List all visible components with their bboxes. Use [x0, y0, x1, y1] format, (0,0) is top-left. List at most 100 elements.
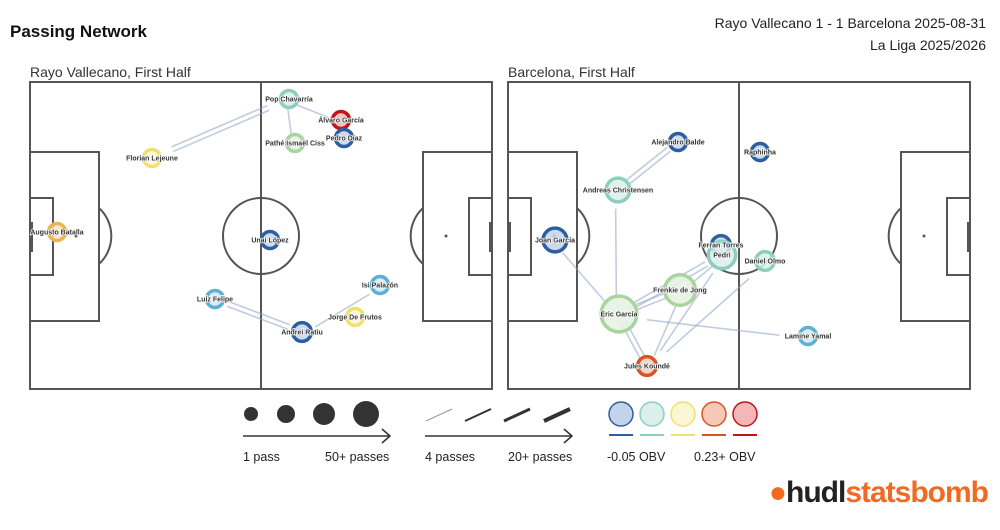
legend-arrowhead: [381, 428, 392, 444]
goal-right: [489, 222, 493, 252]
legend-line-sample: [425, 408, 453, 422]
penalty-spot-right: [444, 234, 448, 238]
penalty-spot-left: [74, 234, 78, 238]
player-label: Eric García: [601, 312, 638, 319]
penalty-arc-left: [576, 207, 591, 265]
player-circle: [599, 294, 639, 334]
pitch-title-away: Barcelona, First Half: [508, 64, 635, 80]
player-circle: [278, 88, 300, 110]
six-yard-box-right: [468, 197, 493, 276]
pass-line: [659, 272, 714, 352]
match-score: Rayo Vallecano 1 - 1 Barcelona 2025-08-3…: [714, 15, 986, 31]
player-label: Pedro Díaz: [326, 136, 363, 143]
pitch-title-home: Rayo Vallecano, First Half: [30, 64, 191, 80]
pass-line: [286, 105, 293, 137]
player-circle: [141, 147, 163, 169]
six-yard-box-right: [946, 197, 971, 276]
penalty-arc-right: [887, 207, 902, 265]
legend: [243, 401, 758, 444]
player-label: Jules Koundé: [624, 364, 670, 371]
goal-right: [967, 222, 971, 252]
player-label: Unai López: [251, 238, 289, 245]
pass-line: [173, 109, 270, 153]
legend-line-sample: [543, 407, 571, 423]
player-label: Jorge De Frutos: [328, 315, 382, 322]
player-label: Álvaro García: [318, 116, 364, 125]
legend-obv-circle: [670, 401, 696, 427]
pitch-markings: [507, 81, 971, 390]
legend-size-dot: [353, 401, 379, 427]
player-label: Pedri: [713, 253, 731, 260]
penalty-arc-right: [409, 207, 424, 265]
legend-obv-circle: [701, 401, 727, 427]
goal-left: [507, 222, 511, 252]
player-circle: [344, 306, 366, 328]
player-label: Ferran Torres: [699, 243, 744, 250]
player-circle: [662, 272, 698, 308]
pass-lines: [171, 103, 780, 360]
pass-line: [624, 146, 668, 182]
player-label: Raphinha: [744, 150, 776, 157]
legend-arrowhead: [563, 428, 574, 444]
pass-line: [665, 278, 750, 353]
player-label: Pop Chavarría: [265, 97, 313, 104]
legend-obv-circle: [608, 401, 634, 427]
pass-line: [295, 103, 333, 120]
goal-left: [29, 222, 33, 252]
player-label: Daniel Olmo: [745, 259, 786, 266]
legend-size-dot: [313, 403, 335, 425]
legend-line-min: 4 passes: [425, 450, 476, 464]
pass-line: [628, 150, 672, 186]
legend-size-max: 50+ passes: [325, 450, 390, 464]
player-label: Andrei Ratiu: [281, 330, 323, 337]
pass-line: [226, 305, 289, 331]
pass-line: [562, 252, 609, 306]
player-label: Frenkie de Jong: [653, 288, 707, 295]
player-label: Lamine Yamal: [785, 334, 832, 341]
legend-size-dot: [277, 405, 295, 423]
player-circle: [706, 239, 738, 271]
player-circle: [749, 141, 771, 163]
pass-line: [614, 208, 618, 296]
legend-line-max: 20+ passes: [508, 450, 573, 464]
player-nodes: [46, 88, 819, 378]
player-circle: [753, 249, 777, 273]
penalty-box-right: [422, 151, 493, 322]
player-circle: [667, 131, 689, 153]
pass-line: [228, 300, 291, 326]
legend-line-sample: [464, 408, 492, 422]
player-label: Luiz Felipe: [197, 297, 233, 304]
player-label: Pathé Ismaël Ciss: [265, 141, 325, 148]
legend-obv-circle: [732, 401, 758, 427]
player-circle: [797, 325, 819, 347]
player-circle: [369, 274, 391, 296]
legend-obv-circle: [639, 401, 665, 427]
logo-text-hudl: hudl: [786, 476, 846, 509]
player-circle: [46, 221, 68, 243]
player-circle: [204, 288, 226, 310]
pass-line: [171, 104, 268, 148]
penalty-spot-right: [922, 234, 926, 238]
player-label: Alejandro Balde: [651, 140, 704, 147]
player-label: Augusto Batalla: [30, 230, 83, 237]
penalty-arc-left: [98, 207, 113, 265]
penalty-box-right: [900, 151, 971, 322]
pass-line: [653, 302, 679, 356]
player-label: Andreas Christensen: [583, 188, 653, 195]
player-circle: [541, 226, 569, 254]
logo-mark-icon: ●: [768, 476, 787, 509]
player-label: Joan García: [535, 238, 575, 245]
center-circle: [700, 197, 778, 275]
player-circle: [604, 176, 632, 204]
legend-line-sample: [503, 407, 531, 423]
player-circle: [333, 127, 355, 149]
page-title: Passing Network: [10, 22, 147, 41]
legend-size-dot: [244, 407, 258, 421]
player-label: Florian Lejeune: [126, 156, 178, 163]
player-circle: [290, 320, 314, 344]
legend-size-min: 1 pass: [243, 450, 280, 464]
logo-text-statsbomb: statsbomb: [845, 476, 989, 509]
six-yard-box-left: [507, 197, 532, 276]
